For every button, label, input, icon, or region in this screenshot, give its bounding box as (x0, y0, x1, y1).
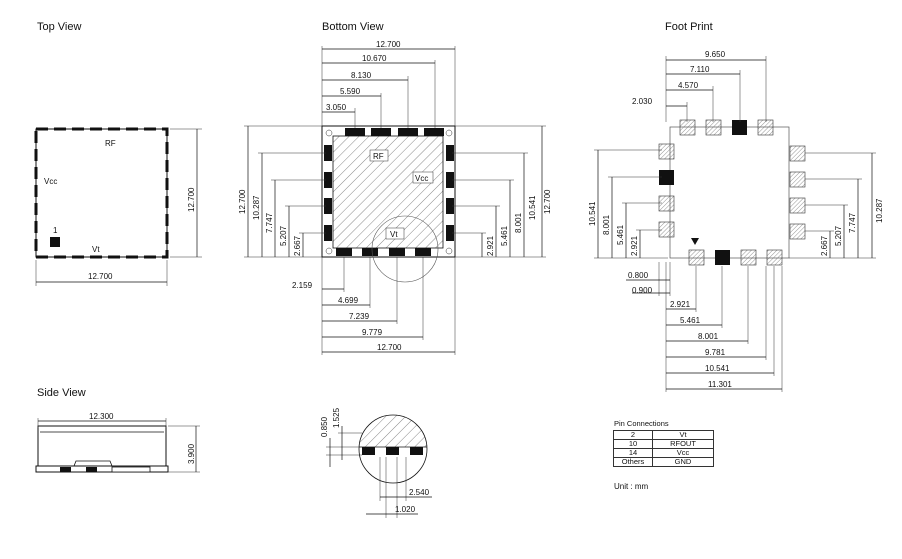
top-dim-width: 12.700 (88, 272, 113, 281)
bv-left-dim-1: 12.700 (238, 189, 247, 214)
pin1-arrow-icon (691, 238, 699, 245)
top-dim-height: 12.700 (187, 187, 196, 212)
bv-top-dim-3: 8.130 (351, 71, 372, 80)
bv-right-dim-4: 10.541 (528, 195, 537, 220)
bv-bottom-dim-5: 12.700 (377, 343, 402, 352)
foot-print-view: 9.650 7.110 4.570 2.030 10.541 8.001 5.4… (588, 50, 884, 392)
bv-top-dim-4: 5.590 (340, 87, 361, 96)
bottom-label-vcc: Vcc (415, 174, 428, 183)
unit-note: Unit : mm (614, 482, 649, 491)
pin-number: Others (613, 457, 653, 467)
fp-left-dim-1: 10.541 (588, 201, 597, 226)
fp-pad-rfout (732, 120, 747, 135)
bv-bottom-dim-1: 2.159 (292, 281, 313, 290)
fp-top-dim-4: 2.030 (632, 97, 653, 106)
top-label-pin1: 1 (53, 226, 58, 235)
pin1-marker (50, 237, 60, 247)
detail-view: 0.850 1.525 2.540 1.020 (320, 407, 432, 518)
top-view: RF Vcc Vt 1 12.700 12.700 (34, 127, 202, 286)
detail-dim-2: 1.525 (332, 407, 341, 428)
pin-connections-table: 2 Vt 10 RFOUT 14 Vcc Others GND (613, 430, 714, 467)
fp-top-dim-3: 4.570 (678, 81, 699, 90)
side-view-title: Side View (37, 387, 86, 399)
pin-function: GND (652, 457, 714, 467)
bv-top-dim-5: 3.050 (326, 103, 347, 112)
bv-bottom-dim-2: 4.699 (338, 296, 359, 305)
side-dim-height: 3.900 (187, 443, 196, 464)
bv-right-dim-2: 5.461 (500, 225, 509, 246)
fp-bottom-dim-3: 8.001 (698, 332, 719, 341)
bv-left-dim-3: 7.747 (265, 212, 274, 233)
table-row: Others GND (613, 457, 714, 467)
detail-dim-4: 1.020 (395, 505, 416, 514)
bv-left-dim-5: 2.667 (293, 235, 302, 256)
bv-top-dim-2: 10.670 (362, 54, 387, 63)
bottom-label-rf: RF (373, 152, 384, 161)
bv-right-dim-3: 8.001 (514, 212, 523, 233)
fp-top-dim-2: 7.110 (690, 65, 710, 74)
side-dim-width: 12.300 (89, 412, 114, 421)
bv-right-dim-5: 12.700 (543, 189, 552, 214)
detail-dim-3: 2.540 (409, 488, 430, 497)
bv-left-dim-4: 5.207 (279, 225, 288, 246)
fp-bottom-dim-1: 2.921 (670, 300, 691, 309)
top-label-vcc: Vcc (44, 177, 57, 186)
fp-right-dim-2: 5.207 (834, 225, 843, 246)
fp-small-dim-2: 0.900 (632, 286, 653, 295)
fp-right-dim-4: 10.287 (875, 198, 884, 223)
side-view: 12.300 3.900 (35, 412, 200, 473)
fp-left-dim-4: 2.921 (630, 235, 639, 256)
fp-bottom-dim-2: 5.461 (680, 316, 701, 325)
fp-bottom-dim-6: 11.301 (708, 380, 732, 389)
top-label-vt: Vt (92, 245, 100, 254)
fp-left-dim-2: 8.001 (602, 214, 611, 235)
bottom-view-title: Bottom View (322, 21, 384, 33)
bottom-label-vt: Vt (390, 230, 398, 239)
bv-left-dim-2: 10.287 (252, 195, 261, 220)
fp-bottom-dim-4: 9.781 (705, 348, 726, 357)
bv-top-dim-1: 12.700 (376, 40, 401, 49)
detail-dim-1: 0.850 (320, 416, 329, 437)
fp-right-dim-1: 2.667 (820, 235, 829, 256)
bottom-view: RF Vcc Vt 12.700 10.670 8.130 5.590 3.05… (238, 40, 552, 355)
fp-small-dim-1: 0.800 (628, 271, 649, 280)
foot-print-title: Foot Print (665, 21, 713, 33)
pin-connections-title: Pin Connections (614, 419, 669, 428)
bv-bottom-dim-4: 9.779 (362, 328, 383, 337)
fp-left-dim-3: 5.461 (616, 224, 625, 245)
fp-pad-vcc (659, 170, 674, 185)
bv-right-dim-1: 2.921 (486, 235, 495, 256)
fp-top-dim-1: 9.650 (705, 50, 726, 59)
fp-bottom-dim-5: 10.541 (705, 364, 730, 373)
fp-pad-vt (715, 250, 730, 265)
bv-bottom-dim-3: 7.239 (349, 312, 370, 321)
fp-right-dim-3: 7.747 (848, 212, 857, 233)
top-view-title: Top View (37, 21, 81, 33)
top-label-rf: RF (105, 139, 116, 148)
